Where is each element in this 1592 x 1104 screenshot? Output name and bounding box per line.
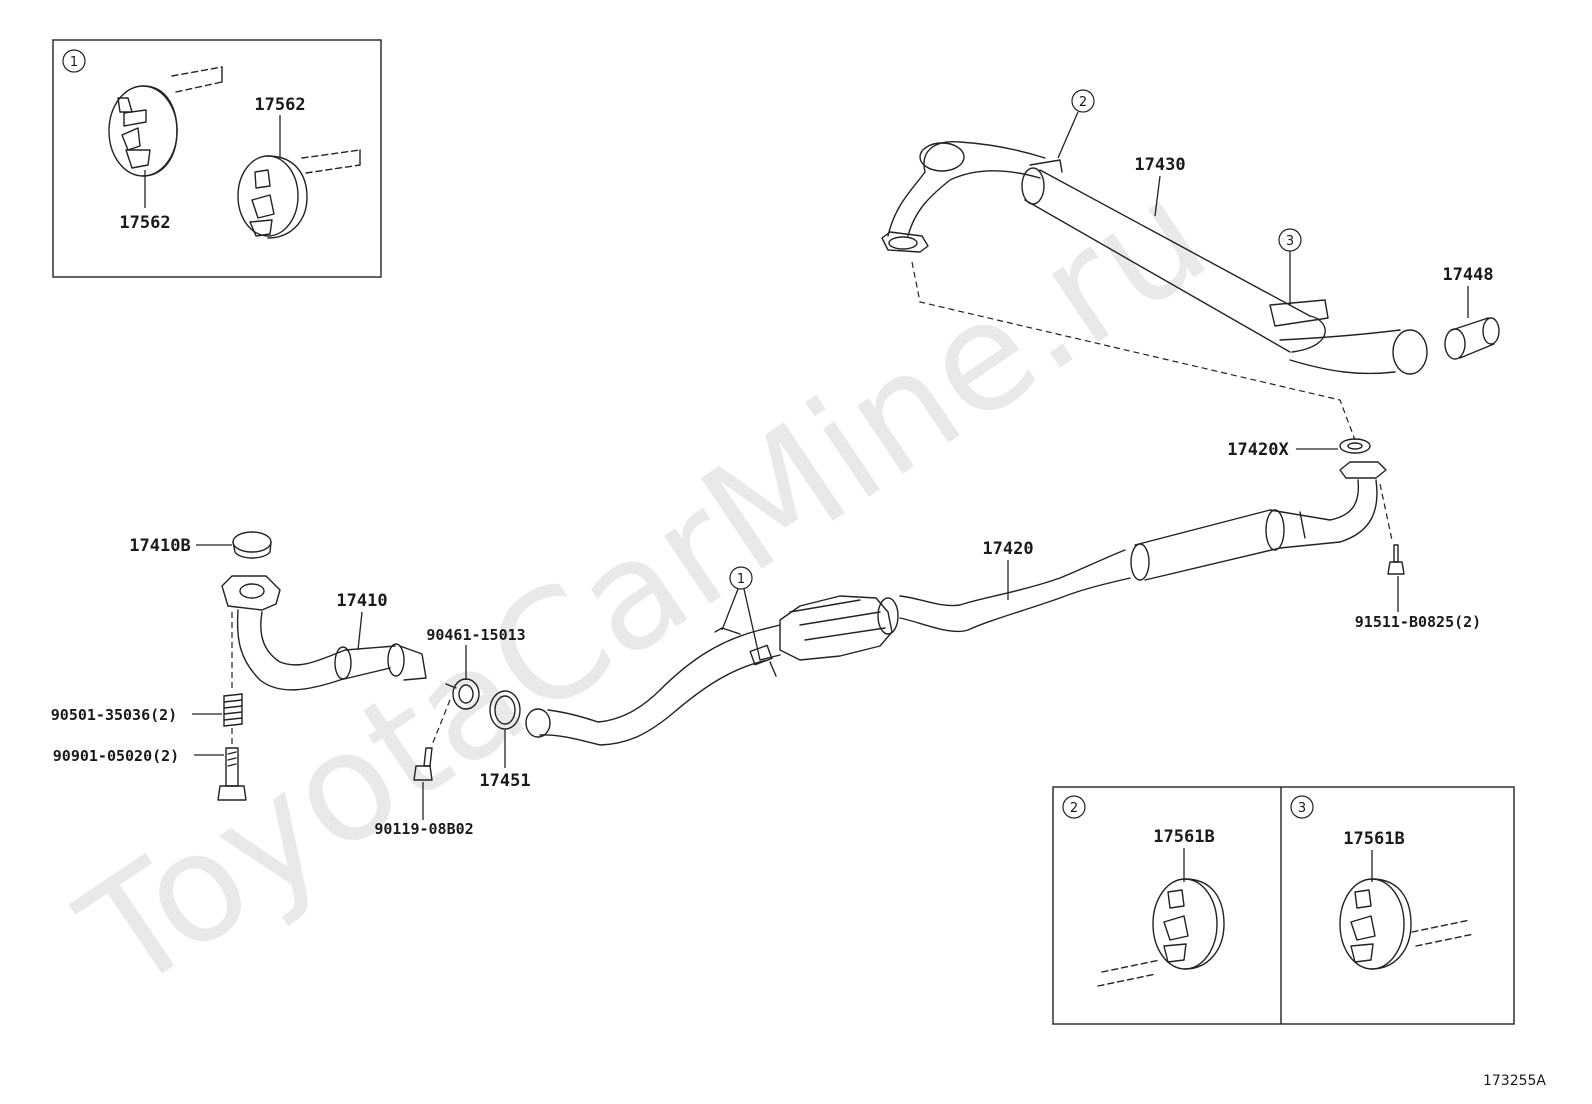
- inset-2-3-frame: [1052, 786, 1515, 1025]
- label-17451: 17451: [479, 771, 530, 791]
- label-17420: 17420: [982, 539, 1033, 559]
- leader-callout-1b: [743, 588, 761, 661]
- alignment-dashline-1: [911, 261, 1356, 441]
- label-90119: 90119-08B02: [374, 820, 473, 838]
- bolt-90901: [217, 747, 247, 801]
- alignment-dashline-3: [431, 699, 451, 746]
- label-17561b-inset2: 17561B: [1153, 827, 1214, 847]
- leader-17430: [1154, 175, 1161, 217]
- callout-3-number: 3: [1286, 234, 1294, 249]
- label-91511: 91511-B0825(2): [1355, 613, 1481, 631]
- hanger-17561b-inset2: [1097, 878, 1225, 987]
- diagram-id: 173255A: [1483, 1073, 1546, 1089]
- gasket-17420x: [1339, 438, 1371, 454]
- inset-1-frame: [52, 39, 382, 278]
- inset-3-marker: [1290, 795, 1314, 819]
- alignment-dashline-2: [1379, 483, 1393, 541]
- watermark: ToyotaCarMine.ru: [52, 148, 1236, 1026]
- bolt-90119: [413, 747, 433, 781]
- hanger-17562-left: [108, 66, 223, 177]
- inset-2-3-box: 2 17561B 3 17561B: [1052, 786, 1515, 1025]
- label-17410b: 17410B: [129, 536, 190, 556]
- muffler-assembly-17430: [881, 141, 1428, 375]
- tail-tip-17448: [1444, 317, 1500, 360]
- callout-2-marker: [1071, 89, 1095, 113]
- inset-1-marker: [62, 49, 86, 73]
- inset-3-marker-number: 3: [1298, 801, 1306, 816]
- center-pipe-17420: [899, 461, 1387, 633]
- hanger-17561b-inset3: [1339, 878, 1475, 970]
- label-90901: 90901-05020(2): [53, 747, 179, 765]
- callout-1-marker: [729, 566, 753, 590]
- inset-1-box: 1 17562 17562: [52, 39, 382, 278]
- inset-2-marker: [1062, 795, 1086, 819]
- leader-17410: [357, 611, 363, 651]
- front-pipe: [525, 627, 769, 746]
- label-17562-bottom: 17562: [119, 213, 170, 233]
- label-17448: 17448: [1442, 265, 1493, 285]
- callout-2-number: 2: [1079, 95, 1087, 110]
- leader-callout-2: [1057, 111, 1079, 159]
- manifold-pipe-17410: [221, 575, 427, 691]
- bolt-91511: [1387, 544, 1405, 575]
- label-17561b-inset3: 17561B: [1343, 829, 1404, 849]
- leader-callout-1a: [721, 588, 739, 631]
- gasket-17451: [489, 690, 521, 730]
- label-90461: 90461-15013: [426, 626, 525, 644]
- callout-1-number: 1: [737, 572, 745, 587]
- watermark-text: ToyotaCarMine.ru: [52, 148, 1236, 1026]
- label-17430: 17430: [1134, 155, 1185, 175]
- hanger-17562-right: [237, 149, 361, 239]
- spring-90501: [223, 693, 243, 727]
- inset-2-marker-number: 2: [1070, 801, 1078, 816]
- label-17410: 17410: [336, 591, 387, 611]
- label-17562-top: 17562: [254, 95, 305, 115]
- catalytic-converter: [749, 595, 899, 677]
- label-90501: 90501-35036(2): [51, 706, 177, 724]
- label-17420x: 17420X: [1227, 440, 1289, 460]
- gasket-17410b: [232, 531, 272, 559]
- inset-1-marker-number: 1: [70, 55, 78, 70]
